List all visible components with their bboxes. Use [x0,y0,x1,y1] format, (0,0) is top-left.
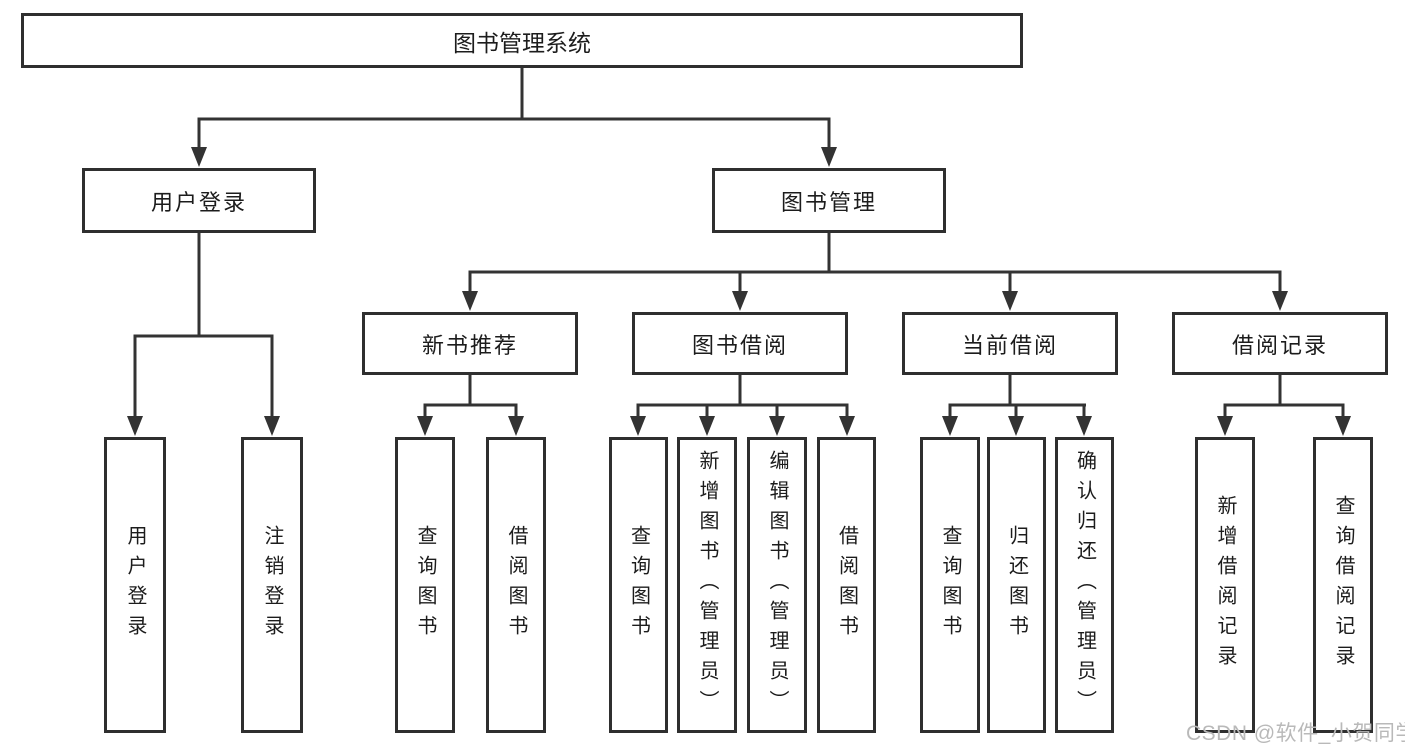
leaf-confirm-return-admin: 确认归还（管理员） [1055,437,1114,733]
node-root-label: 图书管理系统 [453,29,591,56]
leaf-query-book-current-label: 查询图书 [939,525,961,645]
node-current-borrowing: 当前借阅 [902,312,1118,375]
node-user-login: 用户登录 [82,168,316,233]
arrowheads-level2 [191,147,837,167]
node-root-system: 图书管理系统 [21,13,1023,68]
node-borrowing-records: 借阅记录 [1172,312,1388,375]
node-new-book-recommend: 新书推荐 [362,312,578,375]
leaf-user-login: 用户登录 [104,437,166,733]
leaf-return-book: 归还图书 [987,437,1046,733]
leaf-logout-label: 注销登录 [261,525,283,645]
leaf-query-book-recommend-label: 查询图书 [414,525,436,645]
leaf-add-borrow-record: 新增借阅记录 [1195,437,1255,733]
leaf-edit-book-admin-label: 编辑图书（管理员） [766,450,788,720]
leaf-query-borrow-record: 查询借阅记录 [1313,437,1373,733]
leaf-borrow-book-label: 借阅图书 [835,525,858,645]
node-book-borrowing-label: 图书借阅 [691,332,788,358]
node-current-borrowing-label: 当前借阅 [961,332,1058,358]
node-new-book-recommend-label: 新书推荐 [421,332,518,358]
leaf-query-book-recommend: 查询图书 [395,437,455,733]
node-borrowing-records-label: 借阅记录 [1231,332,1328,358]
leaf-query-book-borrowing-label: 查询图书 [627,525,650,645]
leaf-edit-book-admin: 编辑图书（管理员） [747,437,807,733]
connector-bookmgmt-to-level3 [468,233,1282,293]
leaf-user-login-label: 用户登录 [124,525,146,645]
leaf-query-book-borrowing: 查询图书 [609,437,668,733]
node-book-management-label: 图书管理 [780,189,877,215]
leaf-borrow-book: 借阅图书 [817,437,876,733]
leaf-borrow-book-recommend-label: 借阅图书 [505,525,527,645]
arrowheads-leaves [127,416,1351,436]
connector-newbookrec-subtree [423,375,518,418]
leaf-confirm-return-admin-label: 确认归还（管理员） [1073,450,1096,720]
node-book-management: 图书管理 [712,168,946,233]
connector-borrowrecords-subtree [1223,375,1345,418]
leaf-query-book-current: 查询图书 [920,437,980,733]
leaf-return-book-label: 归还图书 [1005,525,1028,645]
arrowheads-level3 [462,291,1288,311]
leaf-add-book-admin: 新增图书（管理员） [677,437,737,733]
leaf-add-book-admin-label: 新增图书（管理员） [696,450,718,720]
node-book-borrowing: 图书借阅 [632,312,848,375]
connector-currentborrow-subtree [948,375,1086,418]
leaf-borrow-book-recommend: 借阅图书 [486,437,546,733]
leaf-query-borrow-record-label: 查询借阅记录 [1332,495,1354,675]
leaf-add-borrow-record-label: 新增借阅记录 [1214,495,1236,675]
leaf-logout: 注销登录 [241,437,303,733]
connector-userlogin-subtree [133,233,274,418]
connector-root-to-level2 [197,68,831,149]
node-user-login-label: 用户登录 [150,189,247,215]
connector-bookborrow-subtree [636,375,849,418]
csdn-watermark: CSDN @软件_小贺同学 [1186,722,1405,745]
